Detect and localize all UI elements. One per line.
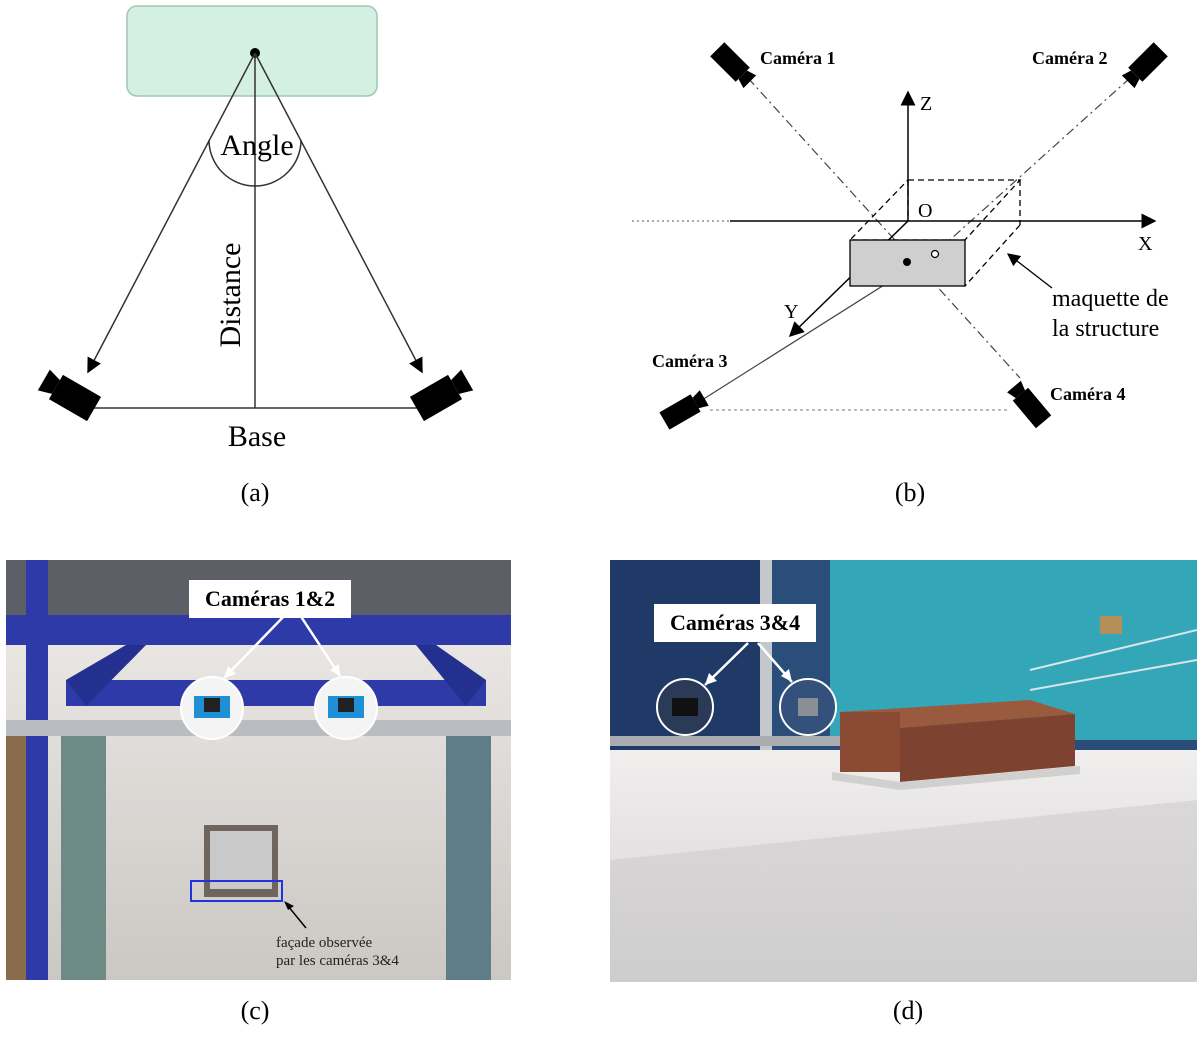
- callout-arrow-head: [224, 666, 236, 678]
- camera-1-label: Caméra 1: [760, 48, 835, 68]
- photo-d-scene: [610, 560, 1197, 982]
- cameras-1-2-callout: Caméras 1&2: [189, 580, 352, 618]
- distance-label: Distance: [214, 243, 247, 348]
- panel-b-diagram: Z X Y O Caméra 1 Caméra 2 Caméra 3 Camér…: [632, 42, 1169, 430]
- glass-column-right: [446, 736, 491, 980]
- camera-icon: [409, 369, 474, 422]
- base-label: Base: [228, 420, 286, 453]
- callout-arrow-head: [330, 664, 340, 676]
- steel-brace: [416, 645, 486, 706]
- caption-c: (c): [240, 996, 270, 1025]
- model-pointer-arrow: [1006, 253, 1053, 289]
- callout-arrow: [223, 611, 289, 679]
- callout-arrow: [296, 611, 342, 677]
- camera-2-label: Caméra 2: [1032, 48, 1107, 68]
- brick-model-front: [840, 712, 900, 772]
- rail: [6, 720, 511, 736]
- callout-arrow-head: [781, 669, 792, 682]
- angle-label: Angle: [220, 129, 293, 162]
- steel-column-left: [26, 560, 48, 980]
- model-base: [832, 766, 1080, 790]
- sight-line-2: [931, 77, 1131, 257]
- model-center-point: [903, 258, 911, 266]
- caption-b: (b): [894, 478, 926, 507]
- caption-d: (d): [892, 996, 924, 1025]
- panel-a-diagram: Angle Distance Base: [37, 5, 474, 453]
- left-ray: [87, 52, 256, 374]
- angle-arc: [208, 139, 302, 187]
- callout-arrow-head: [705, 673, 717, 685]
- glass-column-left: [61, 736, 106, 980]
- photo-c-scene: [6, 560, 511, 980]
- note-line-2: par les caméras 3&4: [276, 953, 399, 969]
- observed-facade-note: façade observée par les caméras 3&4: [276, 934, 399, 970]
- note-arrow-head: [284, 901, 294, 910]
- origin-label: O: [918, 200, 932, 222]
- camera-icon: [1007, 380, 1052, 429]
- photo-c: Caméras 1&2 façade observée par les camé…: [6, 560, 511, 980]
- model-back-point: [930, 249, 940, 259]
- cameras-3-4-callout: Caméras 3&4: [654, 604, 817, 642]
- axis-z-label: Z: [920, 93, 932, 115]
- camera-icon: [710, 42, 757, 89]
- brick-model-side: [900, 714, 1075, 782]
- camera-icon: [37, 369, 102, 422]
- sight-line-1: [747, 77, 1021, 379]
- model-edge: [964, 224, 1021, 287]
- camera-icon: [659, 390, 709, 430]
- camera-icon: [1121, 42, 1168, 89]
- model-top-dashed: [848, 179, 1022, 241]
- steel-brace: [66, 645, 146, 706]
- note-line-1: façade observée: [276, 935, 373, 951]
- axis-y-label: Y: [784, 301, 798, 323]
- steel-beam-top: [6, 615, 511, 645]
- model-label-line2: la structure: [1052, 316, 1159, 342]
- axis-x-label: X: [1138, 233, 1153, 255]
- camera-3-label: Caméra 3: [652, 351, 727, 371]
- observed-facade-box: [190, 880, 283, 902]
- note-arrow: [287, 905, 307, 929]
- model-label-line1: maquette de: [1052, 286, 1169, 312]
- caption-a: (a): [240, 478, 270, 507]
- steel-beam-mid: [66, 680, 486, 706]
- photo-d: Caméras 3&4: [610, 560, 1197, 982]
- camera-4-label: Caméra 4: [1050, 384, 1125, 404]
- right-ray: [254, 52, 423, 374]
